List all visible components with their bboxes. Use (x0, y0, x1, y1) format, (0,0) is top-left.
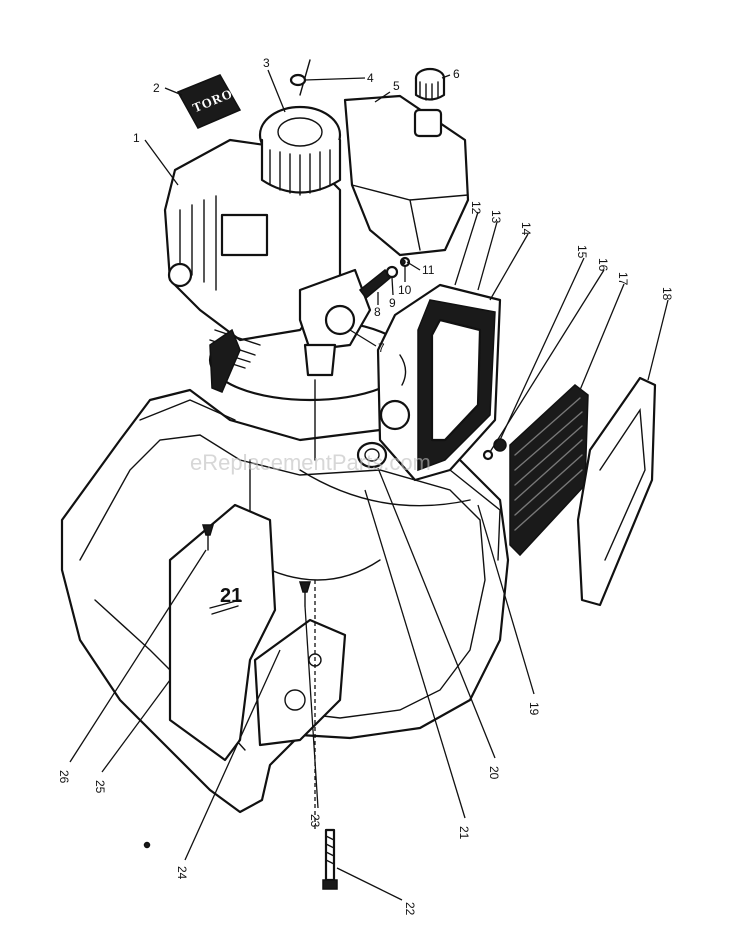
callout-20: 20 (487, 766, 501, 780)
callout-6: 6 (453, 67, 460, 81)
fuel-cap (414, 67, 446, 101)
callout-5: 5 (393, 79, 400, 93)
callout-22: 22 (403, 902, 417, 916)
engine-assembly (163, 59, 412, 461)
callout-2: 2 (153, 81, 160, 95)
rear-bracket (253, 618, 347, 747)
callout-11: 11 (422, 263, 435, 277)
callout-21: 21 (457, 826, 471, 840)
callout-3: 3 (263, 56, 270, 70)
callout-19: 19 (527, 702, 541, 716)
air-filter-element (509, 384, 589, 557)
callout-12: 12 (469, 201, 483, 215)
callout-10: 10 (398, 283, 412, 297)
air-cleaner-base (376, 283, 502, 482)
air-cleaner-screw (482, 438, 507, 461)
callout-4: 4 (367, 71, 374, 85)
callout-23: 23 (308, 814, 322, 828)
stray-dot (143, 841, 151, 849)
callout-17: 17 (616, 272, 630, 286)
air-filter-cover (576, 376, 657, 607)
brand-decal: TORO (176, 74, 242, 129)
callout-8: 8 (374, 305, 381, 319)
callout-15: 15 (575, 245, 589, 259)
callout-25: 25 (93, 780, 107, 794)
deck-side-panel: 21 (168, 503, 277, 762)
callout-14: 14 (519, 222, 533, 236)
callout-1: 1 (133, 131, 140, 145)
deck-screws (201, 524, 312, 607)
blade-bolt (322, 828, 338, 890)
callout-26: 26 (57, 770, 71, 784)
callout-13: 13 (489, 210, 503, 224)
callout-7: 7 (378, 341, 385, 355)
deck-grommet (356, 441, 388, 469)
watermark: eReplacementParts.com (190, 450, 431, 475)
callout-24: 24 (175, 866, 189, 880)
fuel-tank (343, 94, 470, 257)
callout-16: 16 (596, 258, 610, 272)
callout-18: 18 (660, 287, 674, 301)
callout-numbers: 1 2 3 4 5 6 7 8 9 10 11 12 13 14 15 16 1… (57, 56, 674, 916)
callout-leaders (69, 69, 669, 901)
deck-size-label: 21 (220, 585, 242, 607)
callout-9: 9 (389, 296, 396, 310)
